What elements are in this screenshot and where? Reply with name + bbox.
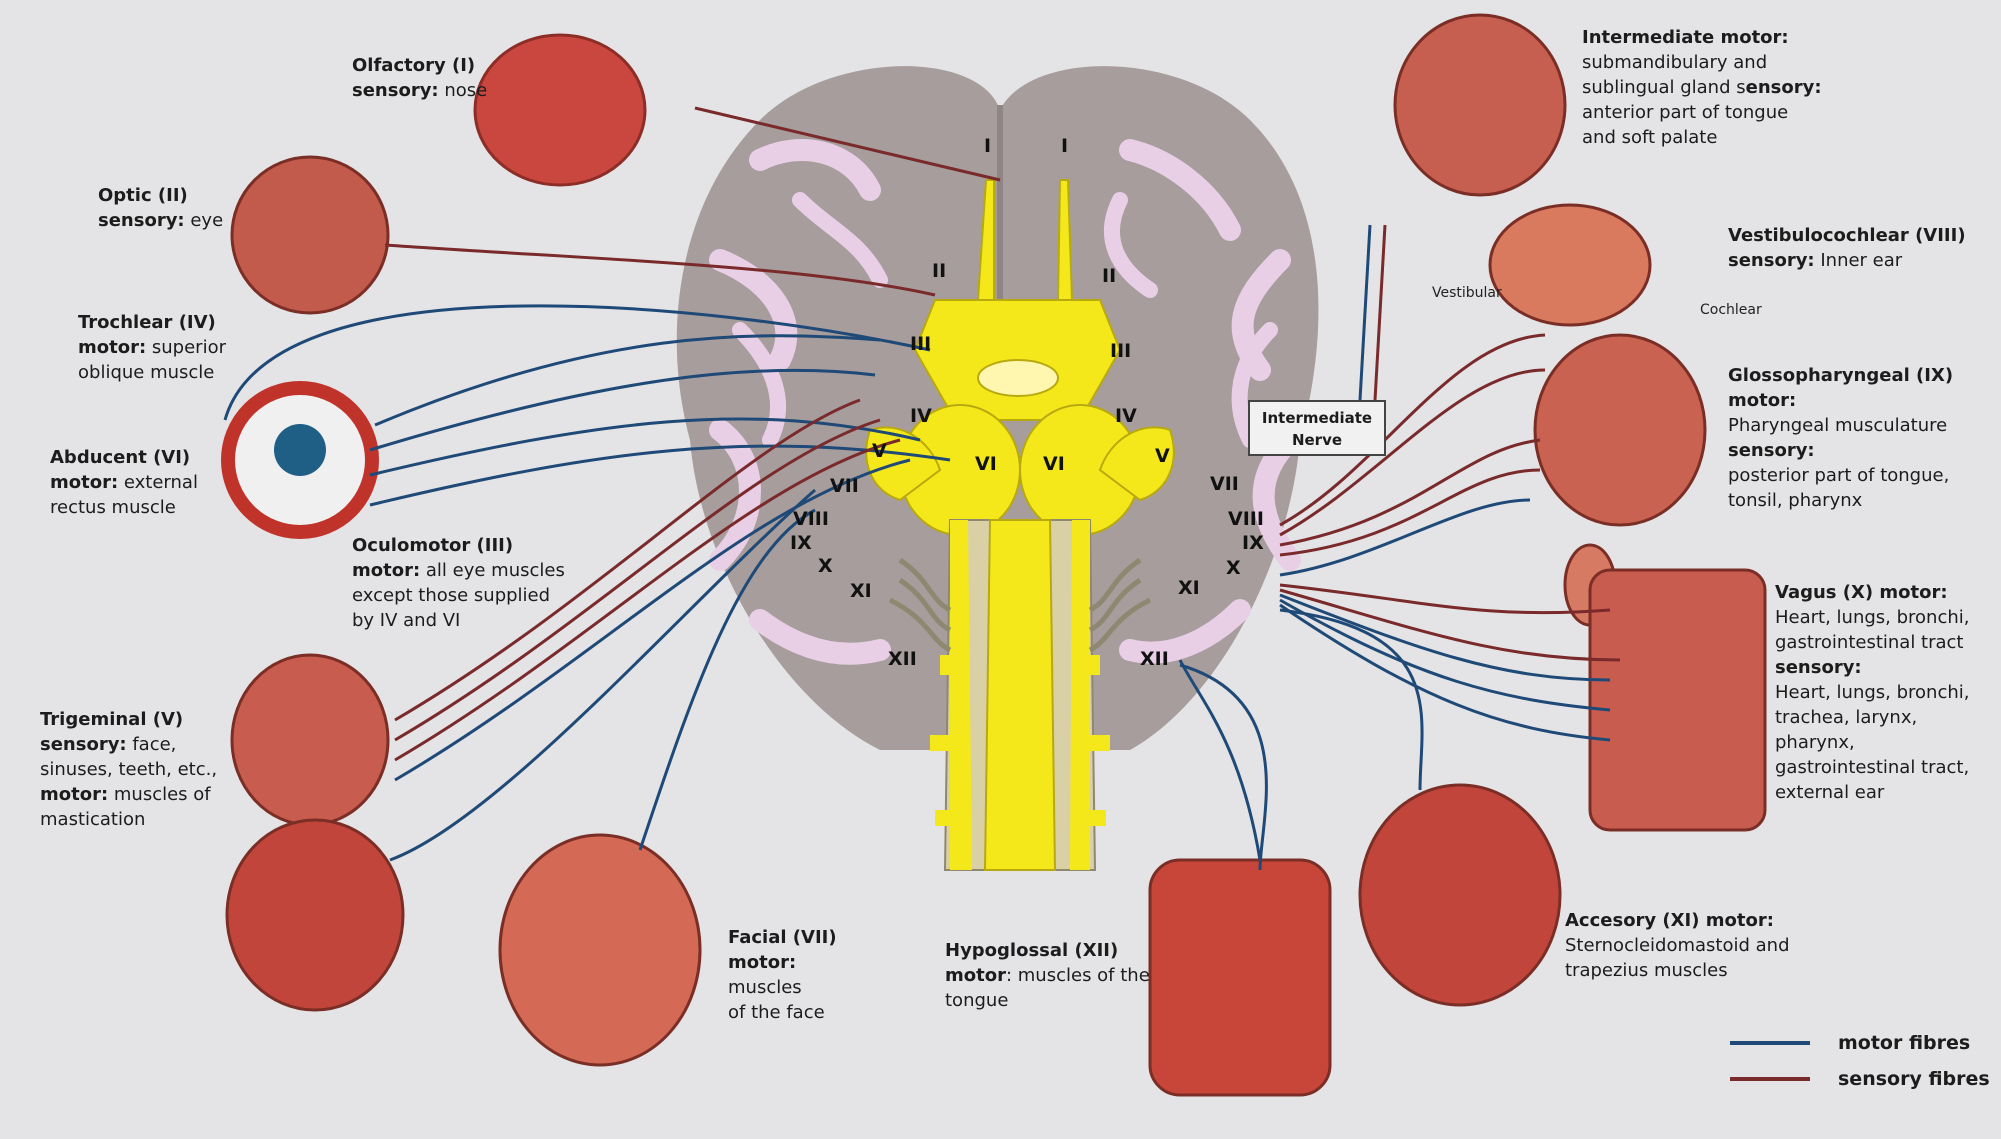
legend-motor-label: motor fibres bbox=[1838, 1032, 1971, 1054]
label-abducent: Abducent (VI) motor: external rectus mus… bbox=[50, 447, 198, 518]
numeral-XI-right: XI bbox=[1178, 577, 1200, 599]
label-vagus: Vagus (X) motor: Heart, lungs, bronchi, … bbox=[1775, 582, 1970, 803]
numeral-VII-left: VII bbox=[830, 475, 859, 497]
head-trigeminal-illustration bbox=[230, 653, 390, 827]
numeral-XII-right: XII bbox=[1140, 648, 1169, 670]
intermediate-box-line2: Nerve bbox=[1291, 431, 1343, 449]
head-facial-illustration bbox=[498, 833, 702, 1067]
numeral-IX-left: IX bbox=[790, 532, 812, 554]
numeral-I-right: I bbox=[1061, 135, 1069, 157]
numeral-I-left: I bbox=[984, 135, 992, 157]
torso-organs-illustration bbox=[1588, 568, 1767, 832]
label-facial: Facial (VII) motor: muscles of the face bbox=[728, 927, 837, 1023]
nerve-fibres bbox=[223, 106, 1621, 871]
head-muscles-illustration bbox=[225, 818, 405, 1012]
label-olfactory: Olfactory (I) sensory: nose bbox=[352, 55, 488, 101]
label-hypoglossal: Hypoglossal (XII) motor: muscles of the … bbox=[945, 940, 1150, 1011]
tongue-illustration bbox=[1148, 858, 1332, 1097]
legend-motor-swatch bbox=[1730, 1041, 1810, 1045]
label-trochlear: Trochlear (IV) motor: superior oblique m… bbox=[78, 312, 226, 383]
numeral-IX-right: IX bbox=[1242, 532, 1264, 554]
eye-section-illustration bbox=[230, 155, 390, 315]
intermediate-box-line1: Intermediate bbox=[1261, 409, 1373, 427]
numeral-III-left: III bbox=[910, 333, 932, 355]
numeral-II-left: II bbox=[932, 260, 947, 282]
numeral-VI-left: VI bbox=[975, 453, 997, 475]
label-glossopharyngeal: Glossopharyngeal (IX) motor: Pharyngeal … bbox=[1728, 365, 1954, 511]
inner-ear-illustration bbox=[1488, 203, 1652, 327]
numeral-IV-left: IV bbox=[910, 405, 932, 427]
numeral-VI-right: VI bbox=[1043, 453, 1065, 475]
anatomy-illustrations bbox=[221, 13, 1767, 1097]
head-intermediate-illustration bbox=[1393, 13, 1567, 197]
label-vestibulocochlear: Vestibulocochlear (VIII) sensory: Inner … bbox=[1728, 225, 1966, 271]
nose-illustration bbox=[473, 33, 647, 187]
numeral-IV-right: IV bbox=[1115, 405, 1137, 427]
label-trigeminal: Trigeminal (V) sensory: face, sinuses, t… bbox=[40, 709, 218, 830]
numeral-XII-left: XII bbox=[888, 648, 917, 670]
label-optic: Optic (II) sensory: eye bbox=[98, 185, 224, 231]
numeral-X-left: X bbox=[818, 555, 833, 577]
legend-sensory-label: sensory fibres bbox=[1838, 1068, 1990, 1090]
numeral-XI-left: XI bbox=[850, 580, 872, 602]
numeral-III-right: III bbox=[1110, 340, 1132, 362]
numeral-VIII-right: VIII bbox=[1228, 508, 1264, 530]
intermediate-nerve-box: Intermediate Nerve bbox=[1248, 400, 1386, 456]
brainstem-illustration bbox=[865, 179, 1175, 871]
head-accessory-illustration bbox=[1358, 783, 1562, 1007]
legend: motor fibres sensory fibres bbox=[1730, 1025, 1990, 1097]
numeral-II-right: II bbox=[1102, 265, 1117, 287]
cochlear-label: Cochlear bbox=[1700, 302, 1762, 318]
numeral-V-left: V bbox=[872, 440, 887, 462]
numeral-VIII-left: VIII bbox=[793, 508, 829, 530]
legend-sensory: sensory fibres bbox=[1730, 1061, 1990, 1097]
numeral-X-right: X bbox=[1226, 557, 1241, 579]
numeral-VII-right: VII bbox=[1210, 473, 1239, 495]
numeral-V-right: V bbox=[1155, 445, 1170, 467]
label-intermediate: Intermediate motor: submandibulary and s… bbox=[1582, 27, 1822, 148]
legend-sensory-swatch bbox=[1730, 1077, 1810, 1081]
vestibular-label: Vestibular bbox=[1432, 285, 1502, 301]
legend-motor: motor fibres bbox=[1730, 1025, 1990, 1061]
head-glosso-illustration bbox=[1533, 333, 1707, 527]
label-oculomotor: Oculomotor (III) motor: all eye muscles … bbox=[352, 535, 565, 631]
label-accessory: Accesory (XI) motor: Sternocleidomastoid… bbox=[1565, 910, 1790, 981]
